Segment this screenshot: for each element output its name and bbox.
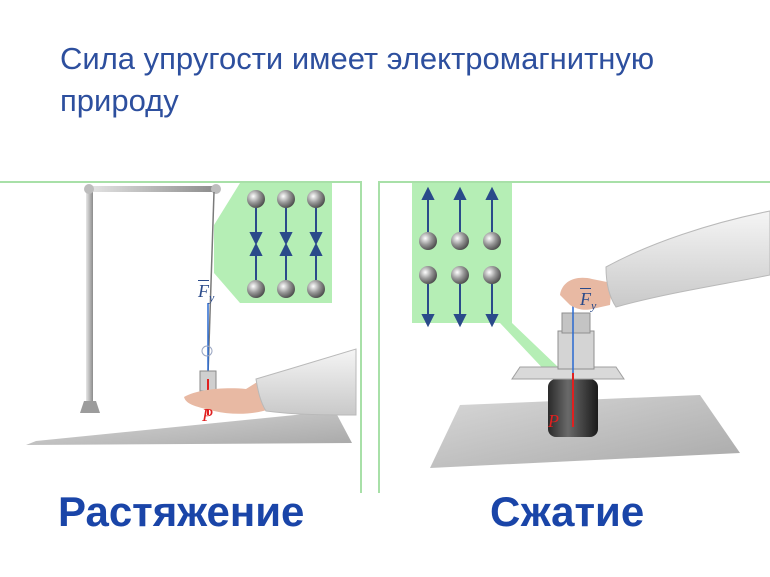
molecule-zoom-area	[412, 183, 580, 393]
weight-label: P	[202, 405, 213, 425]
weight-label: P	[548, 411, 559, 431]
stretch-panel: Fy P	[0, 181, 362, 493]
stand-joint	[211, 184, 221, 194]
stand-rod	[86, 189, 93, 411]
thread-loop	[201, 345, 213, 357]
compression-panel: Fy P	[378, 181, 770, 493]
thread	[207, 191, 215, 376]
attraction-arrows	[249, 208, 323, 280]
stretch-illustration	[26, 183, 357, 445]
molecule-lattice	[247, 190, 325, 298]
elastic-force-label: Fy	[198, 281, 215, 305]
stand-foot	[80, 401, 100, 413]
slide-title: Сила упругости имеет электромагнитную пр…	[60, 41, 655, 118]
sleeve	[605, 210, 770, 308]
molecule-lattice	[419, 232, 501, 284]
weight-block	[557, 330, 595, 370]
compression-illustration	[412, 183, 770, 468]
hand	[560, 277, 612, 310]
repulsion-arrows	[421, 186, 499, 328]
stand-arm	[86, 186, 216, 192]
molecule-zoom-area	[214, 183, 332, 303]
sleeve	[255, 348, 357, 416]
elastic-force-label: Fy	[580, 289, 597, 313]
stretch-caption: Растяжение	[58, 488, 305, 535]
compression-caption: Сжатие	[490, 488, 645, 535]
weight-top	[561, 312, 591, 334]
stand-joint	[84, 184, 94, 194]
base-plate	[26, 411, 352, 445]
